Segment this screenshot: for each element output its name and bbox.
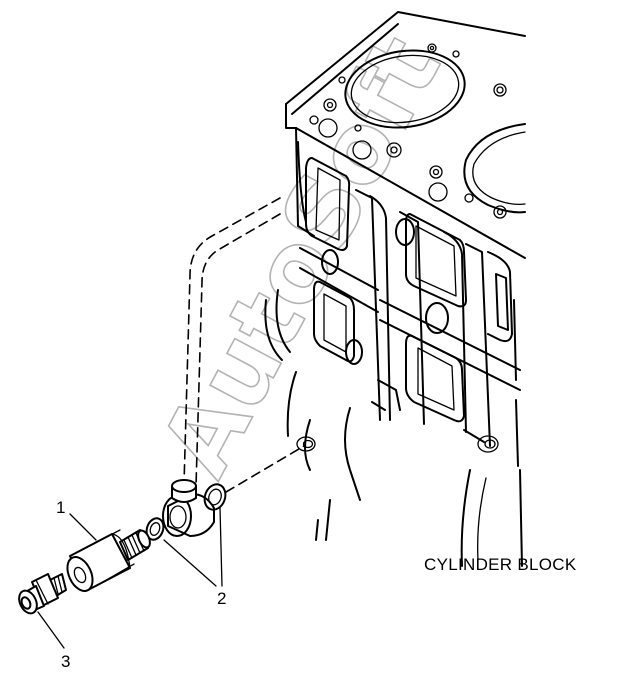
oil-pipe-outline xyxy=(183,197,305,493)
hollow-bolt xyxy=(66,529,151,592)
copper-washer-left xyxy=(145,517,165,541)
callout-label-2: 2 xyxy=(217,589,226,608)
oil-pressure-switch xyxy=(18,573,67,615)
cylinder-block-caption: CYLINDER BLOCK xyxy=(424,555,577,574)
leader-lines xyxy=(37,507,223,649)
cylinder-block xyxy=(264,11,526,567)
watermark-text: AutoSoft xyxy=(139,19,462,493)
callout-label-1: 1 xyxy=(56,498,65,517)
adapter-fitting xyxy=(162,479,215,537)
copper-washer-right xyxy=(203,483,227,511)
callout-label-3: 3 xyxy=(61,652,70,671)
